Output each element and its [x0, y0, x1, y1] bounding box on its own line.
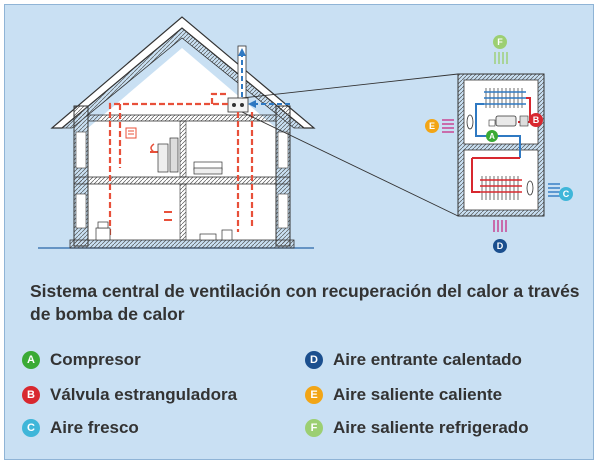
svg-text:B: B: [533, 115, 540, 125]
diagram-badge-d: D: [493, 239, 507, 253]
svg-text:F: F: [497, 37, 503, 47]
legend-badge-d: D: [305, 351, 323, 369]
diagram-badge-f: F: [493, 35, 507, 49]
legend-item-c: C Aire fresco: [22, 418, 139, 438]
legend-item-e: E Aire saliente caliente: [305, 385, 502, 405]
callout-line-top: [241, 73, 459, 99]
diagram-badge-a: A: [486, 130, 498, 142]
legend-badge-a: A: [22, 351, 40, 369]
svg-text:D: D: [497, 241, 504, 251]
ventilation-diagram: F E A B C D: [38, 16, 573, 253]
legend-badge-e: E: [305, 386, 323, 404]
legend-item-f: F Aire saliente refrigerado: [305, 418, 529, 438]
house: [50, 16, 316, 249]
diagram-badge-b: B: [529, 113, 543, 127]
legend-badge-f: F: [305, 419, 323, 437]
heat-pump-detail: [442, 52, 560, 232]
legend-label-e: Aire saliente caliente: [333, 385, 503, 404]
legend-label-f: Aire saliente refrigerado: [333, 418, 529, 437]
diagram-badge-c: C: [559, 187, 573, 201]
legend-badge-b: B: [22, 386, 40, 404]
svg-text:A: A: [489, 132, 495, 141]
legend-item-b: B Válvula estranguladora: [22, 385, 237, 405]
diagram-caption: Sistema central de ventilación con recup…: [30, 281, 580, 324]
legend-label-b: Válvula estranguladora: [50, 385, 238, 404]
diagram-badge-e: E: [425, 119, 439, 133]
legend-label-a: Compresor: [50, 350, 141, 369]
legend-item-a: A Compresor: [22, 350, 141, 370]
legend-item-d: D Aire entrante calentado: [305, 350, 522, 370]
callout-line-bottom: [241, 111, 459, 217]
legend-label-d: Aire entrante calentado: [333, 350, 522, 369]
svg-text:C: C: [563, 189, 570, 199]
svg-text:E: E: [429, 121, 435, 131]
legend-label-c: Aire fresco: [50, 418, 139, 437]
legend-badge-c: C: [22, 419, 40, 437]
